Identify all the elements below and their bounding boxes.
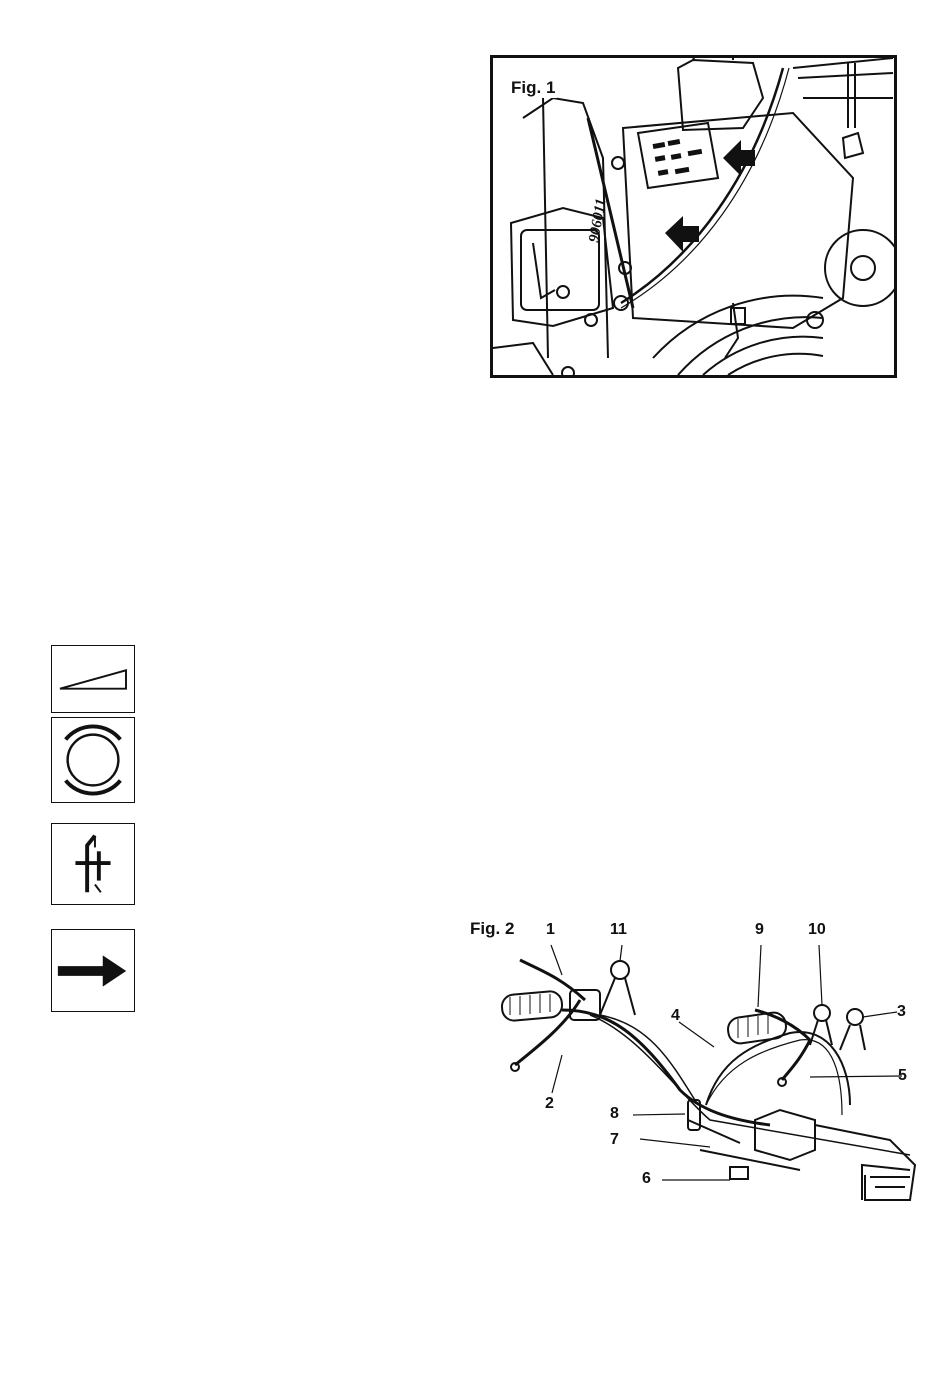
callout-10: 10: [808, 921, 826, 939]
callout-1: 1: [546, 921, 555, 939]
callout-11: 11: [610, 921, 627, 939]
callout-9: 9: [755, 921, 764, 939]
fig1-label: Fig. 1: [509, 78, 557, 98]
handlebar-controls-illustration: [470, 915, 940, 1215]
callout-6: 6: [642, 1170, 651, 1188]
callout-3: 3: [897, 1003, 906, 1021]
engine-illustration: 906011: [493, 58, 894, 375]
arrow-right-icon: [51, 929, 135, 1012]
clutch-lever-icon: [51, 823, 135, 905]
figure-1: 906011 Fig. 1: [490, 55, 897, 378]
callout-7: 7: [610, 1131, 619, 1149]
callout-5: 5: [898, 1067, 907, 1085]
wedge-ramp-icon: [51, 645, 135, 713]
circle-arcs-icon: [51, 717, 135, 803]
callout-4: 4: [671, 1007, 680, 1025]
fig1-plate-text: 906011: [586, 197, 609, 243]
callout-8: 8: [610, 1105, 619, 1123]
figure-2: Fig. 2: [470, 915, 940, 1215]
callout-2: 2: [545, 1095, 554, 1113]
